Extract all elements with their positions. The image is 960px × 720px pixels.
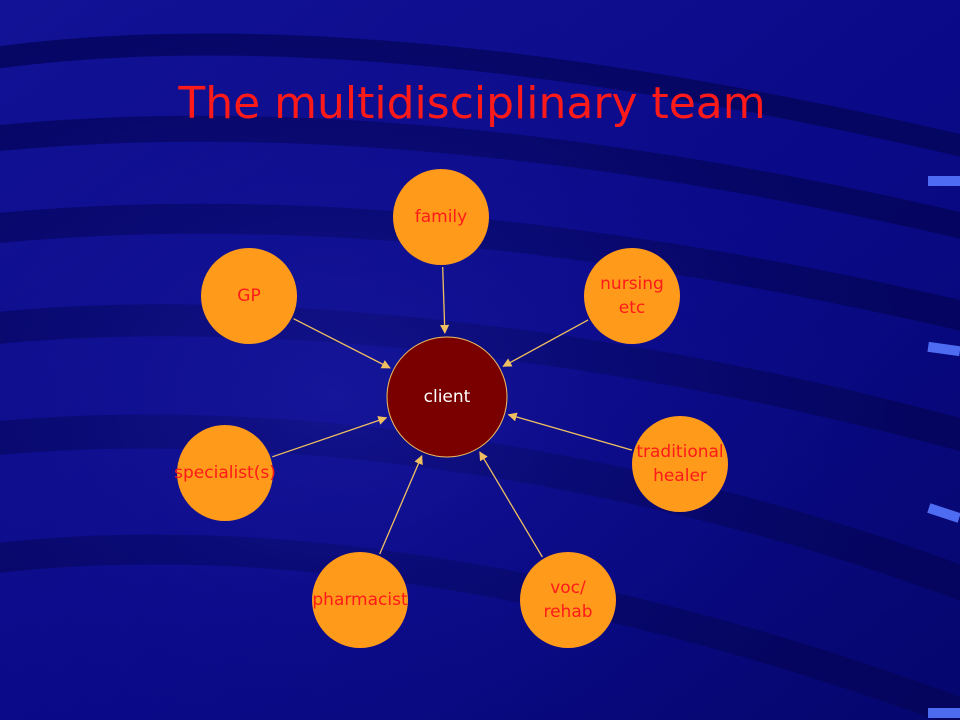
- connector-nursing-to-client: [502, 319, 589, 367]
- node-circle-specialist: [177, 425, 273, 521]
- node-circle-gp: [201, 248, 297, 344]
- node-circle-family: [393, 169, 489, 265]
- node-specialist: specialist(s): [174, 425, 276, 521]
- accent-bar: [927, 341, 960, 357]
- accent-bar: [928, 708, 960, 718]
- node-label-traditional-healer: traditional: [636, 442, 723, 462]
- node-circle-nursing: [584, 248, 680, 344]
- node-label-nursing: nursing: [600, 274, 664, 294]
- node-label-nursing: etc: [619, 298, 645, 318]
- node-pharmacist: pharmacist: [312, 552, 408, 648]
- node-label-pharmacist: pharmacist: [312, 590, 408, 610]
- connector-voc-rehab-to-client: [479, 451, 543, 558]
- node-family: family: [393, 169, 489, 265]
- node-voc-rehab: voc/rehab: [520, 552, 616, 648]
- connector-pharmacist-to-client: [379, 454, 423, 555]
- slide-title: The multidisciplinary team: [178, 78, 766, 129]
- node-client: client: [386, 336, 508, 458]
- node-label-voc-rehab: voc/: [550, 578, 586, 598]
- node-circle-client: [386, 336, 508, 458]
- node-circle-voc-rehab: [520, 552, 616, 648]
- accent-bar: [928, 176, 960, 186]
- node-label-family: family: [415, 207, 467, 227]
- connector-traditional-healer-to-client: [507, 412, 633, 451]
- node-nursing: nursing etc: [584, 248, 680, 344]
- node-label-gp: GP: [237, 286, 260, 306]
- node-label-voc-rehab: rehab: [543, 602, 592, 622]
- connector-gp-to-client: [293, 318, 391, 369]
- node-circle-pharmacist: [312, 552, 408, 648]
- node-label-traditional-healer: healer: [653, 466, 707, 486]
- node-label-specialist: specialist(s): [174, 463, 276, 483]
- node-circle-traditional-healer: [632, 416, 728, 512]
- connector-specialist-to-client: [272, 416, 388, 458]
- node-traditional-healer: traditional healer: [632, 416, 728, 512]
- node-label-client: client: [424, 387, 471, 407]
- connector-family-to-client: [440, 266, 450, 334]
- accent-bar: [927, 503, 960, 523]
- node-gp: GP: [201, 248, 297, 344]
